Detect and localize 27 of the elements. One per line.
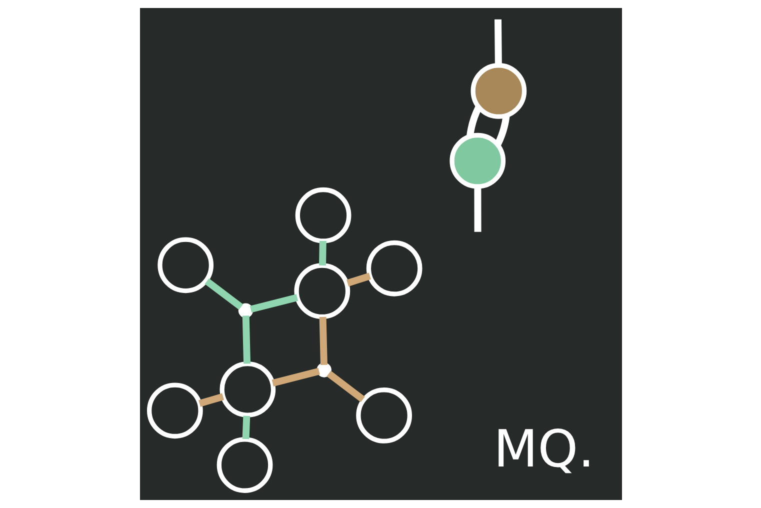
connector: [326, 370, 364, 402]
connector: [494, 19, 502, 65]
connector: [466, 106, 482, 137]
connector: [318, 316, 327, 365]
node-point: [238, 303, 253, 318]
connector: [318, 240, 326, 266]
connector: [204, 278, 243, 310]
node-point: [316, 362, 331, 378]
label: MQ.: [493, 419, 594, 480]
node-circle: [146, 382, 202, 439]
node-circle: [356, 388, 412, 444]
connector: [198, 393, 224, 407]
connector: [271, 368, 320, 386]
connector: [242, 316, 250, 364]
node-circle: [216, 437, 272, 493]
connector: [346, 272, 370, 286]
node-circle: [294, 187, 351, 244]
connector: [249, 294, 298, 313]
connector: [242, 416, 250, 440]
connector: [474, 186, 481, 232]
node-circle: [219, 362, 276, 418]
node-circle: [449, 132, 506, 189]
connector: [494, 115, 510, 146]
node-circle: [366, 240, 422, 296]
node-circle: [294, 263, 350, 320]
node-circle: [470, 63, 526, 119]
node-circle: [157, 237, 214, 294]
